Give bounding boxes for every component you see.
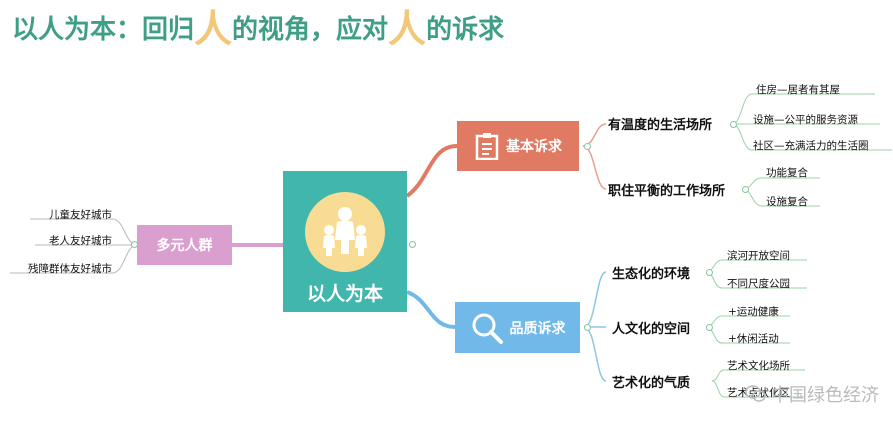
title-part3: 的诉求 [426, 15, 505, 45]
basic-child-1[interactable]: 有温度的生活场所 [608, 118, 713, 133]
basic-child-2[interactable]: 职住平衡的工作场所 [608, 184, 726, 199]
collapse-toggle-center[interactable] [409, 241, 416, 248]
branch-quality-label: 品质诉求 [509, 320, 566, 337]
quality-child-1-item-1[interactable]: 滨河开放空间 [727, 250, 790, 262]
quality-child-3[interactable]: 艺术化的气质 [612, 376, 691, 391]
people-icon [305, 192, 385, 272]
page-title: 以人为本：回归人的视角，应对人的诉求 [12, 8, 504, 50]
wechat-icon [745, 385, 767, 403]
multi-item-3[interactable]: 残障群体友好城市 [28, 263, 112, 275]
multi-item-1[interactable]: 儿童友好城市 [49, 209, 112, 221]
branch-multi-label: 多元人群 [156, 238, 213, 254]
quality-child-1[interactable]: 生态化的环境 [612, 267, 691, 282]
branch-diverse-groups[interactable]: 多元人群 [137, 225, 232, 265]
collapse-toggle-quality-2[interactable] [706, 324, 713, 331]
quality-child-3-item-2[interactable]: 艺术点状化区 [727, 387, 790, 399]
collapse-toggle-basic[interactable] [584, 143, 591, 150]
quality-child-1-item-2[interactable]: 不同尺度公园 [727, 278, 790, 290]
title-accent-2: 人 [388, 7, 427, 51]
center-label: 以人为本 [306, 283, 383, 305]
branch-quality-needs[interactable]: 品质诉求 [455, 302, 580, 353]
search-icon [470, 311, 504, 345]
basic-child-1-item-2[interactable]: 设施—公平的服务资源 [753, 114, 858, 126]
watermark-text: 中国绿色经济 [771, 385, 879, 406]
multi-item-2[interactable]: 老人友好城市 [49, 235, 112, 247]
center-node[interactable]: 以人为本 [283, 171, 407, 312]
branch-basic-needs[interactable]: 基本诉求 [457, 121, 579, 171]
basic-child-2-item-2[interactable]: 设施复合 [766, 196, 808, 208]
link-center-basic [405, 144, 458, 198]
collapse-toggle-basic-2[interactable] [742, 186, 749, 193]
collapse-toggle-quality[interactable] [584, 324, 591, 331]
basic-child-1-item-3[interactable]: 社区—充满活力的生活圈 [753, 140, 869, 152]
title-part2: 的视角，应对 [232, 15, 389, 45]
quality-child-3-item-1[interactable]: 艺术文化场所 [727, 360, 790, 372]
basic-child-1-item-1[interactable]: 住房—居者有其屋 [756, 84, 840, 96]
collapse-toggle-multi[interactable] [131, 241, 138, 248]
links-basic [582, 123, 607, 190]
quality-child-2-item-1[interactable]: +运动健康 [728, 306, 779, 318]
branch-basic-label: 基本诉求 [506, 139, 562, 155]
link-center-quality [406, 290, 456, 329]
collapse-toggle-basic-1[interactable] [730, 121, 737, 128]
clipboard-icon [474, 132, 500, 161]
basic-child-2-item-1[interactable]: 功能复合 [766, 167, 808, 179]
title-part1: 以人为本：回归 [12, 15, 195, 45]
quality-child-2[interactable]: 人文化的空间 [612, 322, 691, 337]
title-accent-1: 人 [194, 7, 233, 51]
quality-child-2-item-2[interactable]: +休闲活动 [728, 333, 779, 345]
collapse-toggle-quality-1[interactable] [706, 269, 713, 276]
watermark: 中国绿色经济 [745, 381, 879, 407]
